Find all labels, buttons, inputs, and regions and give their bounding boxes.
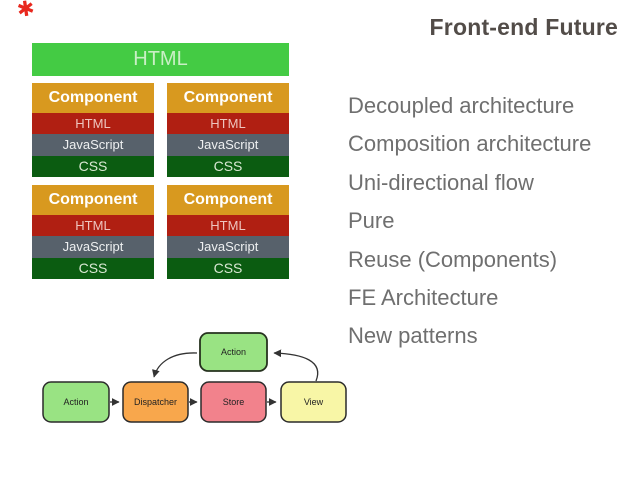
component-title: Component: [167, 83, 289, 113]
flux-diagram: Action Action Dispatcher Store View: [42, 332, 347, 423]
bullet-item: Pure: [348, 208, 395, 234]
component-row-html: HTML: [167, 215, 289, 237]
component-row-css: CSS: [32, 257, 154, 279]
flux-node-dispatcher: [122, 381, 189, 423]
component-box-2: Component HTML JavaScript CSS: [167, 83, 289, 177]
component-row-javascript: JavaScript: [32, 134, 154, 156]
bullet-item: Decoupled architecture: [348, 93, 575, 118]
component-row-css: CSS: [32, 155, 154, 177]
bullet-item: Reuse (Components): [348, 246, 558, 272]
bullet-list: Decoupled architecture Composition archi…: [348, 87, 591, 356]
component-box-4: Component HTML JavaScript CSS: [167, 185, 289, 279]
arrow-view-to-action: [273, 349, 319, 382]
component-title: Component: [167, 185, 289, 215]
flux-node-action-label: Action: [63, 397, 88, 407]
flux-node-store-label: Store: [223, 397, 245, 407]
flux-node-dispatcher-label: Dispatcher: [134, 397, 177, 407]
component-box-1: Component HTML JavaScript CSS: [32, 83, 154, 177]
bullet-item: Uni-directional flow: [348, 169, 534, 195]
bullet-item: Composition architecture: [348, 131, 592, 157]
component-row-css: CSS: [167, 155, 289, 177]
component-title: Component: [32, 83, 154, 113]
component-box-3: Component HTML JavaScript CSS: [32, 185, 154, 279]
component-title: Component: [32, 185, 154, 215]
root-html-bar: HTML: [32, 43, 289, 76]
flux-node-view-label: View: [304, 397, 324, 407]
flux-node-action-top: [199, 332, 268, 372]
flux-node-store: [200, 381, 267, 423]
component-row-javascript: JavaScript: [167, 236, 289, 258]
component-row-html: HTML: [167, 113, 289, 135]
component-row-css: CSS: [167, 257, 289, 279]
component-row-html: HTML: [32, 215, 154, 237]
red-scribble-icon: ✱: [15, 0, 37, 23]
bullet-item: New patterns: [348, 323, 478, 349]
flux-node-action: [42, 381, 110, 423]
component-row-html: HTML: [32, 113, 154, 135]
flux-node-view: [280, 381, 347, 423]
component-row-javascript: JavaScript: [167, 134, 289, 156]
bullet-item: FE Architecture: [348, 284, 499, 310]
root-html-label: HTML: [133, 48, 188, 70]
flux-node-action-top-label: Action: [221, 347, 246, 357]
component-row-javascript: JavaScript: [32, 236, 154, 258]
arrow-action-to-dispatcher: [152, 352, 198, 378]
slide-title: Front-end Future: [429, 14, 618, 40]
